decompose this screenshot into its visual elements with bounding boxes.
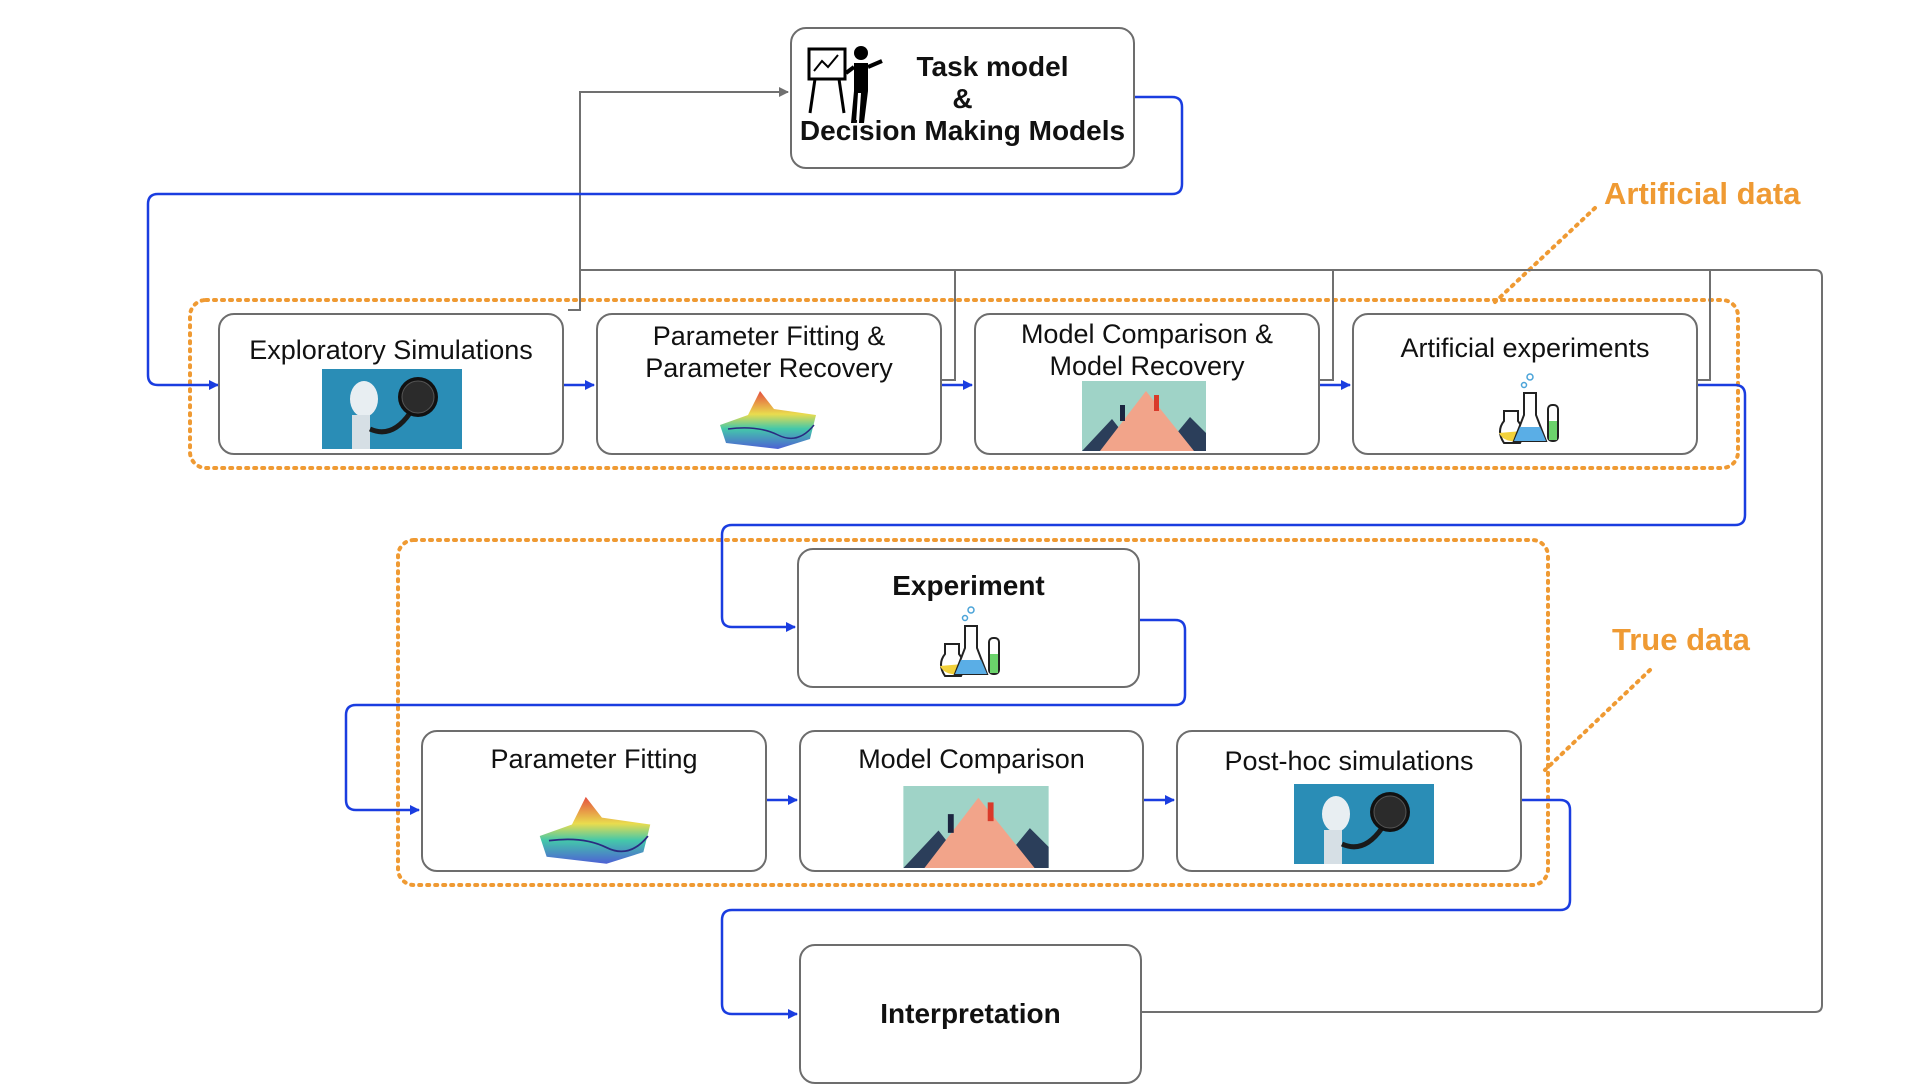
parameter-fitting-box: Parameter Fitting — [421, 730, 767, 872]
model-comparison-label: Model Comparison — [858, 744, 1085, 774]
interpretation-box: Interpretation — [799, 944, 1142, 1084]
experiment-label: Experiment — [892, 570, 1045, 601]
exploratory-simulations-box: Exploratory Simulations — [218, 313, 564, 455]
model-recovery-box: Model Comparison & Model Recovery — [974, 313, 1320, 455]
flow-arrow-task-to-exploratory — [146, 95, 1184, 390]
feedback-bus — [580, 269, 1823, 1013]
posthoc-simulations-label: Post-hoc simulations — [1224, 746, 1474, 776]
true-label-leader — [1543, 668, 1652, 772]
true-data-label: True data — [1612, 622, 1750, 657]
3d-surface-plot-image — [539, 796, 651, 864]
task-model-ampersand: & — [952, 83, 973, 114]
artificial-experiments-label: Artificial experiments — [1400, 333, 1650, 363]
artificial-label-leader — [1493, 206, 1597, 304]
feedback-line-artificial — [1695, 270, 1711, 381]
mountain-climbers-image — [903, 786, 1049, 868]
artificial-data-label: Artificial data — [1604, 176, 1801, 211]
task-model-title: Task model — [916, 51, 1069, 82]
experiment-box: Experiment — [797, 548, 1140, 688]
lab-flasks-image — [940, 606, 1000, 677]
parameter-fitting-label: Parameter Fitting — [490, 744, 698, 774]
artificial-experiments-box: Artificial experiments — [1352, 313, 1698, 455]
model-comparison-recovery-label-1: Model Comparison & — [1020, 319, 1274, 349]
presenter-icon — [807, 46, 883, 123]
parameter-fitting-recovery-label-1: Parameter Fitting & — [652, 321, 886, 351]
parameter-fitting-recovery-label-2: Parameter Recovery — [645, 353, 893, 383]
exploratory-simulations-label: Exploratory Simulations — [249, 335, 533, 365]
lab-flasks-image — [1499, 373, 1559, 444]
model-comparison-box: Model Comparison — [799, 730, 1144, 872]
robot-holding-brain-image — [1294, 784, 1434, 864]
mountain-climbers-image — [1082, 381, 1206, 451]
feedback-line-param — [940, 270, 956, 381]
flow-arrow-posthoc-to-interpretation — [720, 798, 1572, 1019]
true-data-region — [396, 538, 1550, 887]
flow-arrow-artificial-to-experiment — [720, 383, 1747, 632]
flow-arrow-experiment-to-param — [344, 618, 1187, 815]
model-comparison-recovery-label-2: Model Recovery — [1049, 351, 1245, 381]
3d-surface-plot-image — [720, 391, 816, 449]
decision-models-title: Decision Making Models — [799, 115, 1126, 146]
task-model-box: Task model & Decision Making Models — [790, 27, 1135, 169]
parameter-recovery-box: Parameter Fitting & Parameter Recovery — [596, 313, 942, 455]
interpretation-label: Interpretation — [880, 998, 1061, 1029]
feedback-line-exploratory-to-task-model — [568, 87, 789, 311]
posthoc-simulations-box: Post-hoc simulations — [1176, 730, 1522, 872]
feedback-line-modelcomp — [1318, 270, 1334, 381]
robot-holding-brain-image — [322, 369, 462, 449]
